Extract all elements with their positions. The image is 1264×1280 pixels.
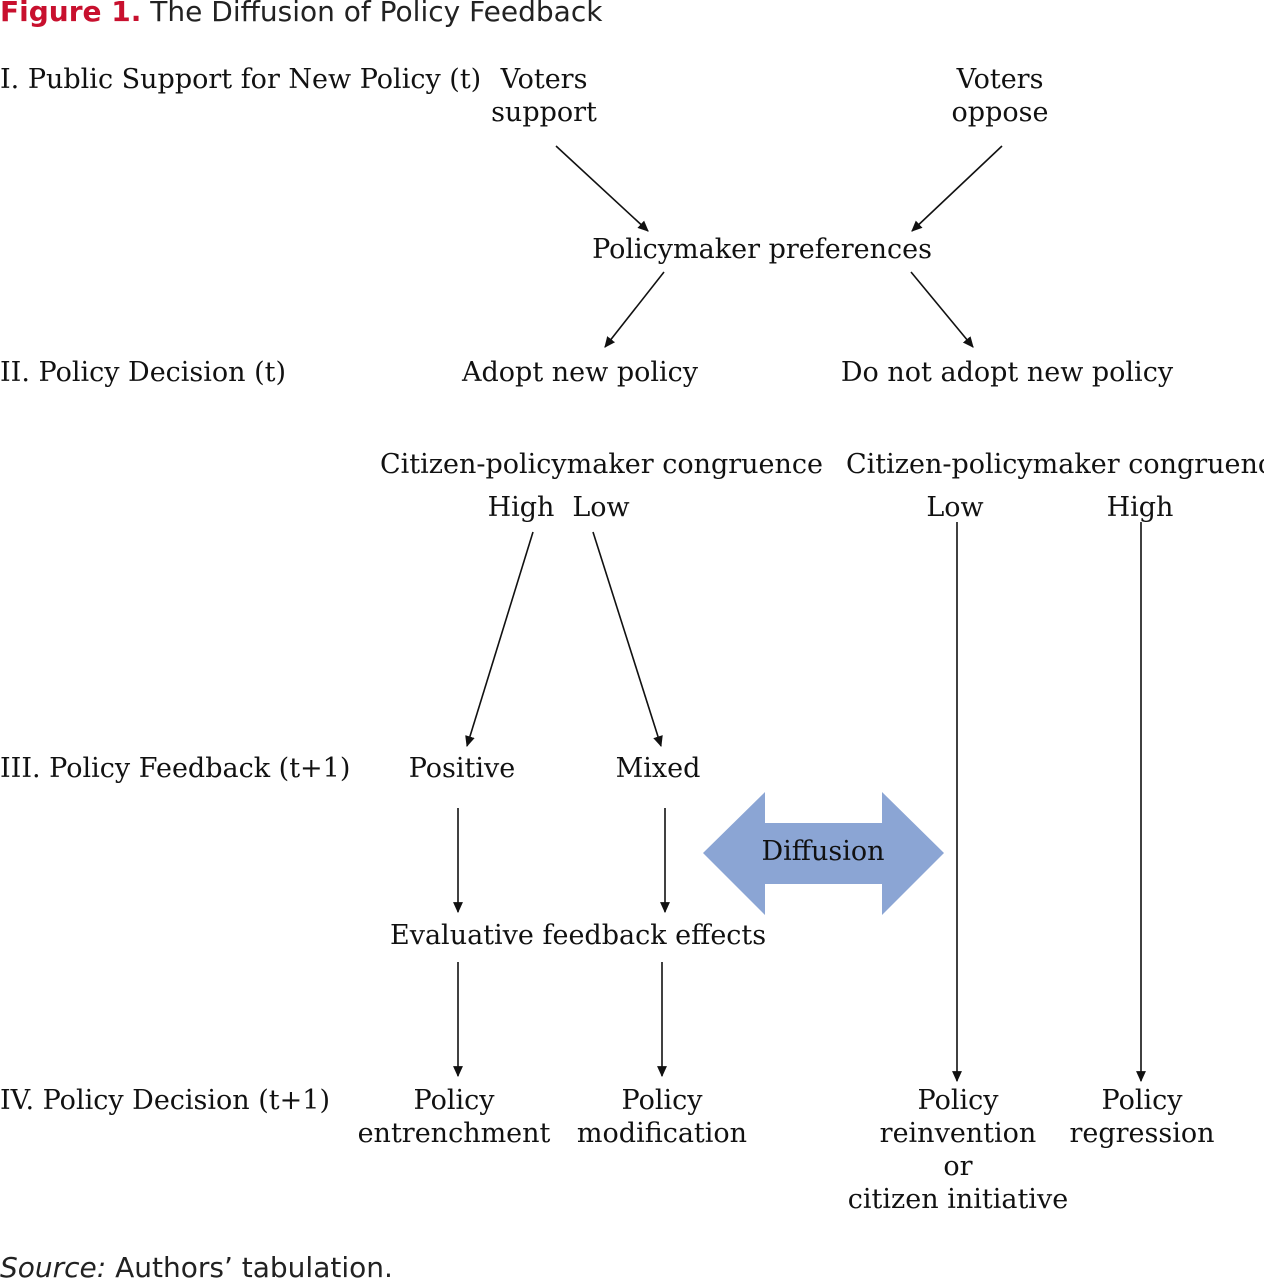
right-low-label: Low [926, 492, 984, 523]
arrow-preferences-to-not-adopt [910, 271, 974, 348]
left-low-label: Low [572, 492, 630, 523]
reinvention-line-4: citizen initiative [847, 1184, 1069, 1215]
regression-node: Policy regression [1062, 1084, 1222, 1150]
arrow-high-to-positive [465, 531, 534, 748]
evaluative-feedback-node: Evaluative feedback effects [390, 920, 767, 951]
voters-support-node: Voters support [464, 63, 624, 129]
stage-2-label: II. Policy Decision (t) [0, 357, 287, 388]
reinvention-line-2: reinvention [879, 1118, 1037, 1149]
arrow-support-to-preferences [555, 145, 649, 232]
voters-oppose-line-2: oppose [951, 97, 1049, 128]
reinvention-line-1: Policy [917, 1085, 999, 1116]
arrow-preferences-to-adopt [604, 271, 665, 348]
voters-support-line-1: Voters [500, 64, 588, 95]
figure-number: Figure 1. [0, 0, 142, 28]
congruence-left-label: Citizen-policymaker congruence [380, 449, 824, 480]
positive-feedback-node: Positive [408, 753, 516, 784]
left-high-label: High [487, 492, 555, 523]
diffusion-label: Diffusion [761, 836, 885, 867]
voters-support-line-2: support [491, 97, 597, 128]
source-text: Authors’ tabulation. [106, 1251, 393, 1280]
entrenchment-line-1: Policy [413, 1085, 495, 1116]
congruence-right-label: Citizen-policymaker congruence [846, 449, 1264, 480]
entrenchment-line-2: entrenchment [357, 1118, 551, 1149]
regression-line-2: regression [1069, 1118, 1215, 1149]
modification-node: Policy modification [562, 1084, 762, 1150]
adopt-new-policy-node: Adopt new policy [462, 357, 698, 388]
mixed-feedback-node: Mixed [615, 753, 701, 784]
reinvention-line-3: or [943, 1151, 973, 1182]
stage-3-label: III. Policy Feedback (t+1) [0, 753, 351, 784]
source-note: Source: Authors’ tabulation. [0, 1248, 393, 1280]
policymaker-preferences-node: Policymaker preferences [592, 234, 932, 265]
figure-title: The Diffusion of Policy Feedback [150, 0, 603, 28]
source-label: Source: [0, 1251, 107, 1280]
voters-oppose-node: Voters oppose [920, 63, 1080, 129]
figure-title-line: Figure 1. The Diffusion of Policy Feedba… [0, 0, 602, 32]
stage-1-label: I. Public Support for New Policy (t) [0, 64, 482, 95]
arrow-oppose-to-preferences [911, 145, 1003, 232]
stage-4-label: IV. Policy Decision (t+1) [0, 1085, 330, 1116]
arrow-low-to-mixed [592, 531, 663, 748]
modification-line-2: modification [576, 1118, 748, 1149]
entrenchment-node: Policy entrenchment [354, 1084, 554, 1150]
diffusion-double-arrow [703, 792, 944, 915]
regression-line-1: Policy [1101, 1085, 1183, 1116]
do-not-adopt-node: Do not adopt new policy [840, 357, 1174, 388]
reinvention-node: Policy reinvention or citizen initiative [844, 1084, 1072, 1216]
modification-line-1: Policy [621, 1085, 703, 1116]
right-high-label: High [1106, 492, 1174, 523]
voters-oppose-line-1: Voters [956, 64, 1044, 95]
